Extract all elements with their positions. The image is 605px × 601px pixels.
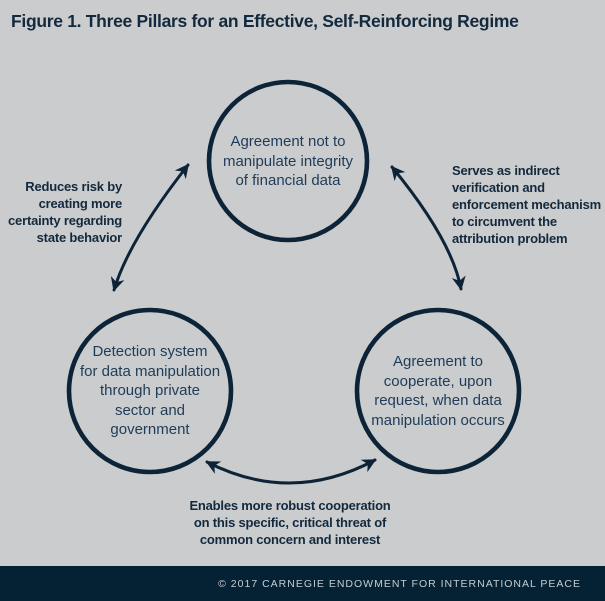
- annotation-bottom: Enables more robust cooperation on this …: [140, 497, 440, 548]
- circle-label-line: manipulation occurs: [371, 411, 505, 429]
- circle-label-line: of financial data: [235, 172, 341, 189]
- arrow-left: [110, 163, 190, 292]
- annotation-line: state behavior: [36, 230, 123, 245]
- circle-label-line: cooperate, upon: [383, 372, 493, 390]
- annotation-line: verification and: [452, 180, 545, 195]
- annotation-right: Serves as indirect verification and enfo…: [452, 162, 602, 247]
- circle-label-line: Agreement to: [392, 353, 484, 370]
- figure-title: Figure 1. Three Pillars for an Effective…: [11, 11, 519, 31]
- annotation-line: Serves as indirect: [452, 163, 560, 178]
- circle-label-bottom-right: Agreement to cooperate, upon request, wh…: [356, 352, 520, 430]
- annotation-line: attribution problem: [452, 231, 568, 246]
- arrow-bottom: [205, 458, 377, 485]
- circle-label-line: Detection system: [92, 343, 208, 360]
- circle-label-bottom-left: Detection system for data manipulation t…: [70, 342, 230, 440]
- copyright-text: © 2017 CARNEGIE ENDOWMENT FOR INTERNATIO…: [218, 577, 581, 590]
- circle-label-line: through private: [99, 382, 201, 399]
- circle-label-line: government: [110, 421, 190, 438]
- footer-bar: © 2017 CARNEGIE ENDOWMENT FOR INTERNATIO…: [0, 566, 605, 601]
- annotation-line: enforcement mechanism: [452, 197, 601, 212]
- circle-label-line: request, when data: [374, 392, 502, 409]
- arrow-right: [390, 165, 466, 291]
- annotation-line: certainty regarding: [8, 213, 122, 228]
- annotation-line: Reduces risk by: [25, 179, 122, 194]
- circle-label-line: sector and: [114, 401, 186, 419]
- annotation-left: Reduces risk by creating more certainty …: [8, 178, 122, 246]
- circle-label-line: for data manipulation: [79, 362, 221, 380]
- circle-bottom-right: [354, 307, 522, 475]
- annotation-line: to circumvent the: [452, 214, 557, 229]
- circle-label-line: Agreement not to: [230, 133, 346, 150]
- circle-label-line: manipulate integrity: [222, 152, 354, 170]
- annotation-line: Enables more robust cooperation: [189, 498, 391, 513]
- circle-bottom-left: [66, 307, 234, 475]
- annotation-line: creating more: [38, 196, 123, 211]
- annotation-line: common concern and interest: [199, 532, 381, 547]
- circle-top: [206, 79, 370, 243]
- annotation-line: on this specific, critical threat of: [193, 515, 387, 530]
- circle-label-top: Agreement not to manipulate integrity of…: [208, 132, 368, 191]
